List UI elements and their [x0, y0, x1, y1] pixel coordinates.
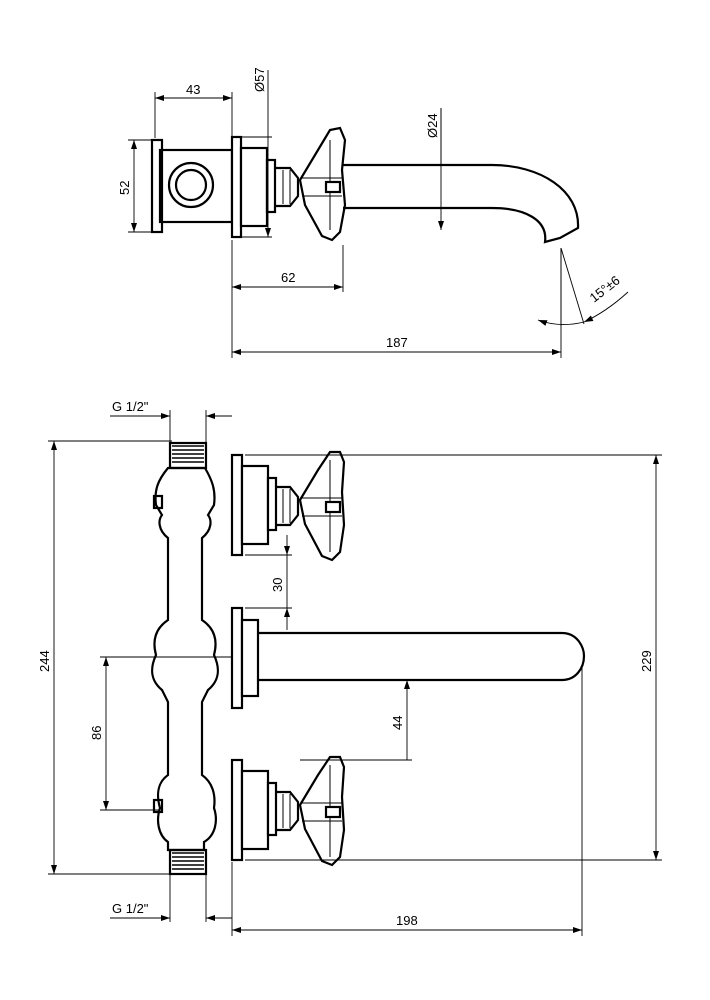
dim-44-label: 44 [390, 716, 405, 730]
dim-d57-label: Ø57 [252, 67, 267, 92]
rosette [230, 135, 243, 239]
dim-86-label: 86 [89, 726, 104, 740]
dim-43-label: 43 [186, 82, 200, 97]
dim-52-label: 52 [117, 181, 132, 195]
front-spout [258, 631, 586, 682]
dim-angle-label: 15°±6 [587, 273, 623, 306]
dim-244-label: 244 [37, 650, 52, 672]
wall-box [158, 148, 234, 224]
front-view [150, 441, 586, 876]
thread-top [168, 441, 208, 470]
spout-assembly [230, 606, 586, 710]
cross-handle [298, 126, 347, 242]
dim-62-label: 62 [281, 270, 295, 285]
side-view [150, 126, 580, 244]
bottom-valve [230, 755, 346, 867]
dim-d24-label: Ø24 [425, 113, 440, 138]
thread-bottom [168, 848, 208, 876]
dim-229-label: 229 [639, 650, 654, 672]
front-view-dimensions: G 1/2" G 1/2" 244 229 30 86 44 [37, 399, 662, 936]
side-view-dimensions: 43 52 Ø57 Ø24 62 187 15°±6 [117, 67, 629, 358]
thread-top-label: G 1/2" [112, 399, 149, 414]
manifold-body [150, 466, 220, 852]
spout [343, 163, 580, 244]
thread-bottom-label: G 1/2" [112, 901, 149, 916]
valve-port [167, 161, 215, 209]
top-valve [230, 450, 346, 562]
dim-198-label: 198 [396, 913, 418, 928]
dim-187-label: 187 [386, 335, 408, 350]
dim-30-label: 30 [270, 578, 285, 592]
